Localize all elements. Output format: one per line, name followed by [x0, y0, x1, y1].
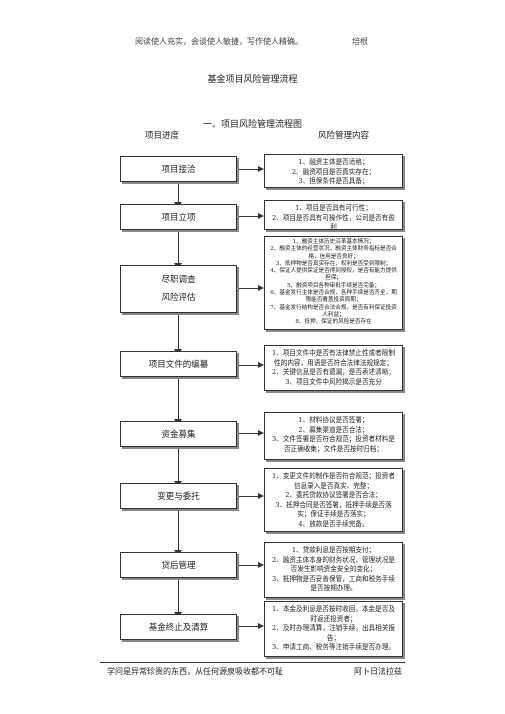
- risk-item: 2、委托贷款协议签署是否合法；: [285, 491, 382, 500]
- risk-item: 4、保证人提供保证是否得到授权，是否有能力提供担保；: [270, 268, 397, 282]
- risk-item: 3、担保条件是否具备；: [298, 177, 369, 186]
- risk-item: 8、抵押、保证的风险是否存在: [295, 319, 372, 326]
- risk-item: 2、募集渠道是否合法；: [298, 425, 369, 434]
- risk-content-document-compilation: 1、项目文件中是否有法律禁止性或者限制性的内容，用语是否符合法律法规规定； 2、…: [264, 345, 403, 391]
- branch-connector: [237, 288, 258, 289]
- flow-connector: [178, 447, 179, 483]
- stage-label: 贷后管理: [161, 561, 196, 571]
- stage-label: 变更与委托: [157, 492, 200, 502]
- risk-item: 1、材料协议是否签署；: [298, 416, 369, 424]
- flow-connector: [178, 377, 179, 421]
- risk-content-fund-termination: 1、本金及利息是否按时收回，本金是否及时返还投资者； 2、及时办理清算，注销手续…: [264, 601, 403, 657]
- branch-connector: [237, 216, 258, 217]
- section-title: 一、项目风险管理流程图: [202, 120, 302, 130]
- stage-label: 资金募集: [161, 430, 196, 440]
- branch-arrow: [258, 493, 264, 499]
- risk-item: 2、融资主体本身的财务状况、管理状况是否发生影响资金安全的变化；: [272, 555, 395, 574]
- flow-connector: [178, 230, 179, 265]
- flow-connector: [178, 578, 179, 614]
- risk-item: 1、融资主体是否适格；: [298, 158, 369, 166]
- stage-fundraising: 资金募集: [120, 421, 237, 447]
- stage-change-and-entrust: 变更与委托: [120, 483, 237, 509]
- stage-project-approval: 项目立项: [120, 204, 237, 230]
- stage-due-diligence: 尽职调查 风险评估: [120, 265, 237, 313]
- branch-connector: [237, 626, 258, 627]
- flow-connector: [178, 182, 179, 204]
- risk-content-change-and-entrust: 1、变更文件的制作是否符合规范；投资者信息录入是否真实、完整； 2、委托贷款协议…: [264, 468, 403, 532]
- branch-arrow: [258, 623, 264, 629]
- risk-item: 3、文件签署是否符合规范；投资者材料是否正确收集；文件是否按时归档；: [272, 435, 395, 453]
- branch-connector: [237, 433, 258, 434]
- risk-content-project-contact: 1、融资主体是否适格； 2、融资项目是否真实存在； 3、担保条件是否具备；: [264, 154, 403, 188]
- risk-item: 1、本金及利息是否按时收回，本金是否及时返还投资者；: [272, 605, 395, 623]
- stage-label: 风险评估: [161, 293, 196, 303]
- risk-item: 1、项目是否具有可行性；: [295, 204, 372, 212]
- stage-fund-termination: 基金终止及清算: [120, 614, 237, 640]
- risk-item: 3、申请工商、税务等注销手续是否办理。: [272, 643, 395, 652]
- risk-item: 2、及时办理清算，注销手续，出具相关报告；: [272, 624, 395, 642]
- risk-content-due-diligence: 1、融资主体历史沿革基本情况； 2、融资主体的经营状况，融资主体财务指标是否合格…: [264, 236, 403, 330]
- branch-arrow: [258, 213, 264, 219]
- risk-item: 5、融资项目各种审批手续是否完备；: [286, 282, 381, 289]
- risk-item: 2、项目是否具有可操作性，公司是否有盈利: [272, 213, 395, 230]
- risk-item: 1、贷款利息是否按期支付；: [291, 546, 376, 554]
- flow-connector: [178, 509, 179, 552]
- branch-connector: [237, 496, 258, 497]
- risk-item: 3、项目文件中风险揭示是否充分: [285, 377, 382, 386]
- risk-item: 1、项目文件中是否有法律禁止性或者限制性的内容，用语是否符合法律法规规定；: [272, 349, 395, 367]
- footer-author: 阿卜日法拉兹: [354, 667, 402, 676]
- stage-label: 项目立项: [161, 213, 196, 223]
- branch-arrow: [258, 285, 264, 291]
- footer-divider: [100, 662, 405, 663]
- risk-item: 1、变更文件的制作是否符合规范；投资者信息录入是否真实、完整；: [272, 472, 395, 490]
- header-quote: 阅读使人充实，会谈使人敏捷，写作使人精确。: [135, 37, 303, 46]
- risk-item: 3、抵押物是否妥善保管，工商和税务手续是否按期办理。: [272, 574, 395, 593]
- branch-connector: [237, 365, 258, 366]
- branch-connector: [237, 169, 258, 170]
- document-title: 基金项目风险管理流程: [207, 75, 298, 85]
- stage-label: 项目接洽: [161, 165, 196, 175]
- risk-item: 7、基金发行结构是否合法合规，是否有利保证投资人利益；: [270, 304, 397, 318]
- branch-arrow: [258, 430, 264, 436]
- stage-label: 尽职调查: [161, 275, 196, 285]
- risk-item: 4、放款是否手续完备。: [298, 519, 369, 528]
- stage-post-loan-management: 贷后管理: [120, 552, 237, 578]
- branch-arrow: [258, 362, 264, 368]
- risk-item: 2、融资项目是否真实存在；: [291, 167, 376, 176]
- risk-content-fundraising: 1、材料协议是否签署； 2、募集渠道是否合法； 3、文件签署是否符合规范；投资者…: [264, 412, 403, 460]
- risk-item: 1、融资主体历史沿革基本情况；: [292, 239, 375, 245]
- stage-project-contact: 项目接洽: [120, 156, 237, 182]
- flow-connector: [178, 313, 179, 351]
- risk-item: 3、抵押物是否真实存在，权利是否受到限制；: [275, 260, 392, 267]
- risk-content-project-approval: 1、项目是否具有可行性； 2、项目是否具有可操作性，公司是否有盈利: [264, 200, 403, 230]
- stage-document-compilation: 项目文件的编纂: [120, 351, 237, 377]
- column-header-risk: 风险管理内容: [318, 131, 370, 141]
- risk-item: 2、关键信息是否有遗漏，是否表述清晰；: [272, 368, 395, 377]
- risk-item: 6、基金发行主体是否合规，各种手续是否齐全，期限能否覆盖投资周期；: [270, 290, 397, 304]
- risk-item: 3、抵押合同是否签署，抵押手续是否落实；保证手续是否落实；: [275, 500, 392, 519]
- branch-arrow: [258, 166, 264, 172]
- footer-quote: 学问是异常珍贵的东西，从任何源泉吸收都不可耻: [107, 667, 283, 676]
- risk-item: 2、融资主体的经营状况，融资主体财务指标是否合格，信用是否良好；: [270, 246, 397, 260]
- stage-label: 项目文件的编纂: [148, 360, 209, 370]
- stage-label: 基金终止及清算: [148, 623, 209, 633]
- branch-arrow: [258, 562, 264, 568]
- header-author: 培根: [352, 37, 368, 46]
- branch-connector: [237, 565, 258, 566]
- risk-content-post-loan: 1、贷款利息是否按期支付； 2、融资主体本身的财务状况、管理状况是否发生影响资金…: [264, 542, 403, 598]
- column-header-progress: 项目进度: [145, 131, 180, 141]
